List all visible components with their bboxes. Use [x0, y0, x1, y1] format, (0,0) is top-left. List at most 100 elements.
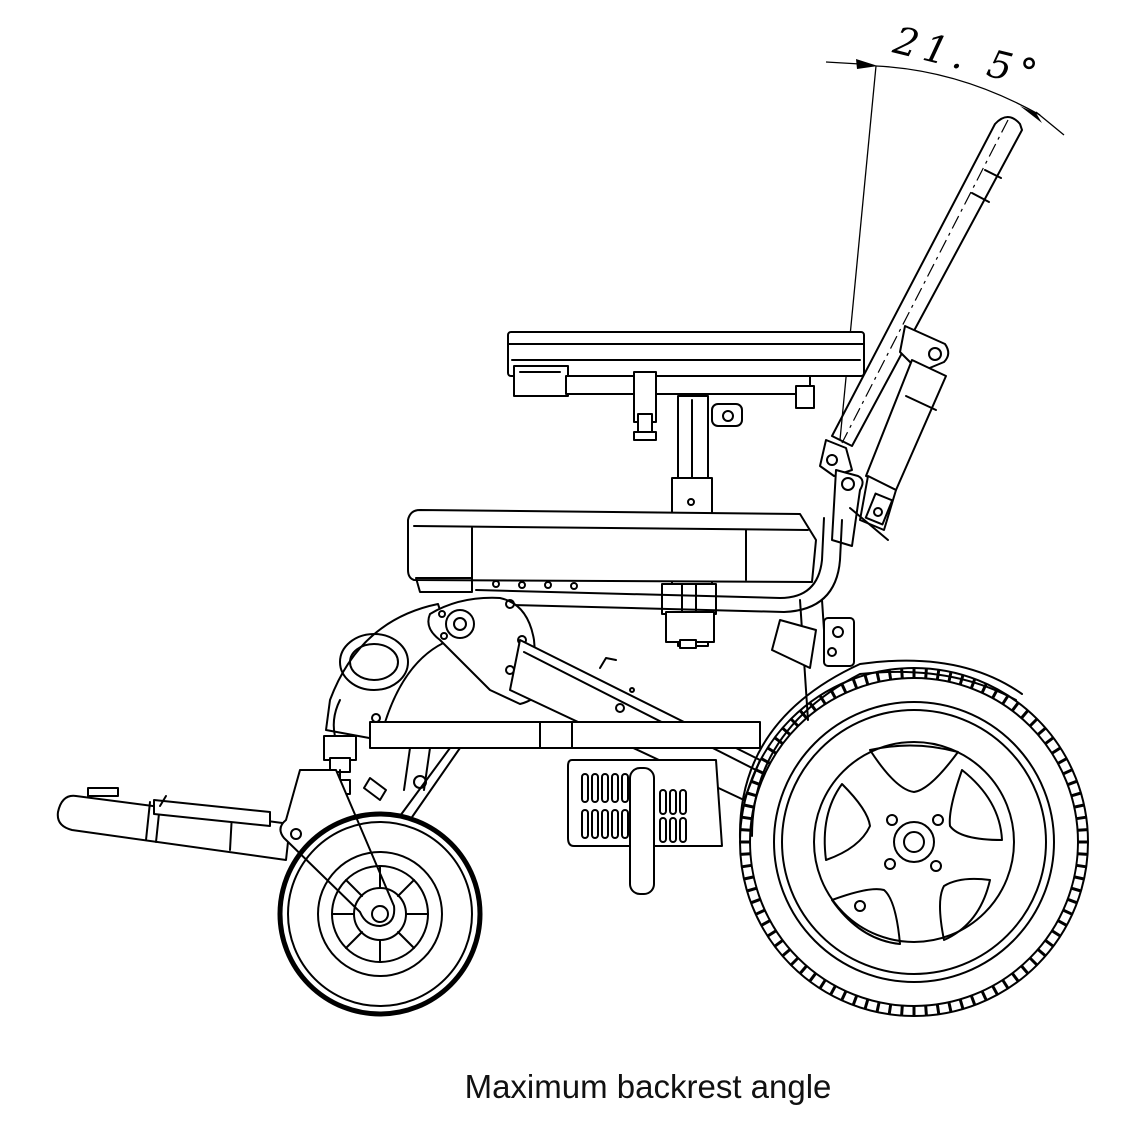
front-caster	[280, 736, 480, 1014]
tread-mark	[982, 684, 986, 693]
tread-mark	[937, 1004, 939, 1014]
tread-mark	[842, 684, 846, 693]
tread-mark	[926, 668, 927, 678]
tread-mark	[971, 679, 975, 688]
tread-mark	[853, 996, 857, 1005]
tread-mark	[820, 696, 825, 704]
arrowhead-left	[856, 59, 878, 69]
tread-mark	[800, 711, 807, 719]
tread-mark	[775, 940, 783, 946]
tread-mark	[960, 675, 963, 685]
footrest	[58, 788, 290, 860]
tread-mark	[1003, 696, 1008, 704]
caster-fork	[280, 770, 394, 926]
tread-mark	[768, 748, 776, 753]
tread-mark	[791, 958, 798, 965]
tread-mark	[937, 670, 939, 680]
recline-actuator	[860, 326, 948, 530]
tread-mark	[1030, 719, 1037, 726]
tread-mark	[865, 675, 868, 685]
backrest-hinge	[820, 440, 888, 546]
lower-rail	[370, 722, 760, 748]
tread-mark	[877, 672, 879, 682]
battery-vents	[582, 774, 686, 842]
tread-mark	[1052, 931, 1060, 936]
tread-mark	[747, 793, 757, 796]
tread-mark	[902, 1006, 903, 1016]
tread-mark	[820, 980, 825, 988]
tread-mark	[949, 672, 951, 682]
tread-mark	[791, 719, 798, 726]
tread-mark	[1045, 940, 1053, 946]
tread-mark	[1078, 830, 1088, 831]
tread-mark	[889, 1004, 891, 1014]
tread-mark	[1030, 958, 1037, 965]
tread-mark	[744, 877, 754, 879]
tread-mark	[1058, 759, 1067, 764]
front-tire	[280, 814, 480, 1014]
tread-mark	[865, 999, 868, 1009]
tread-mark	[1071, 793, 1081, 796]
tread-mark	[1012, 703, 1018, 711]
tread-mark	[1038, 728, 1046, 735]
mudguard	[740, 661, 1022, 838]
tread-mark	[1021, 711, 1028, 719]
tread-mark	[949, 1002, 951, 1012]
tread-mark	[993, 689, 998, 698]
tread-mark	[1071, 888, 1081, 891]
tread-mark	[1074, 877, 1084, 879]
rear-wheel	[740, 661, 1088, 1016]
battery-box	[568, 760, 722, 894]
tread-mark	[751, 781, 760, 785]
footrest-tube	[58, 796, 290, 860]
tread-mark	[756, 910, 765, 914]
angle-arc	[876, 66, 1040, 115]
tread-mark	[902, 668, 903, 678]
tread-mark	[751, 899, 760, 903]
tread-mark	[831, 689, 836, 698]
tread-mark	[1076, 817, 1086, 819]
tread-mark	[768, 931, 776, 936]
tread-mark	[1063, 770, 1072, 774]
tread-mark	[783, 728, 791, 735]
tread-mark	[1003, 980, 1008, 988]
tread-mark	[926, 1006, 927, 1016]
caster-housing	[324, 736, 356, 760]
angle-dimension	[826, 59, 1064, 440]
tread-mark	[1074, 805, 1084, 807]
vertical-reference-line	[840, 66, 876, 440]
tread-mark	[1012, 973, 1018, 981]
front-housing	[326, 604, 450, 740]
rear-hub	[894, 822, 934, 862]
tread-mark	[889, 670, 891, 680]
tread-mark	[1068, 781, 1077, 785]
armrest	[508, 332, 864, 648]
tread-mark	[853, 679, 857, 688]
tread-mark	[761, 921, 770, 926]
tread-mark	[971, 996, 975, 1005]
tread-mark	[960, 999, 963, 1009]
anti-tip-post	[630, 768, 654, 894]
tread-mark	[742, 865, 752, 867]
tread-mark	[761, 759, 770, 764]
figure-caption: Maximum backrest angle	[464, 1068, 832, 1105]
arrowhead-right	[1020, 106, 1042, 123]
tread-mark	[1076, 865, 1086, 867]
tread-mark	[993, 986, 998, 995]
tread-mark	[982, 991, 986, 1000]
tread-mark	[747, 888, 757, 891]
front-wheel-spokes	[332, 866, 428, 962]
tread-mark	[740, 854, 750, 855]
tread-mark	[800, 966, 807, 974]
tread-mark	[810, 703, 816, 711]
rear-tire-tread	[740, 668, 1088, 1016]
tread-mark	[1068, 899, 1077, 903]
tread-mark	[831, 986, 836, 995]
tread-mark	[810, 973, 816, 981]
tread-mark	[1021, 966, 1028, 974]
tread-mark	[842, 991, 846, 1000]
tread-mark	[740, 830, 750, 831]
tread-mark	[775, 738, 783, 744]
tread-mark	[744, 805, 754, 807]
tread-mark	[756, 770, 765, 774]
